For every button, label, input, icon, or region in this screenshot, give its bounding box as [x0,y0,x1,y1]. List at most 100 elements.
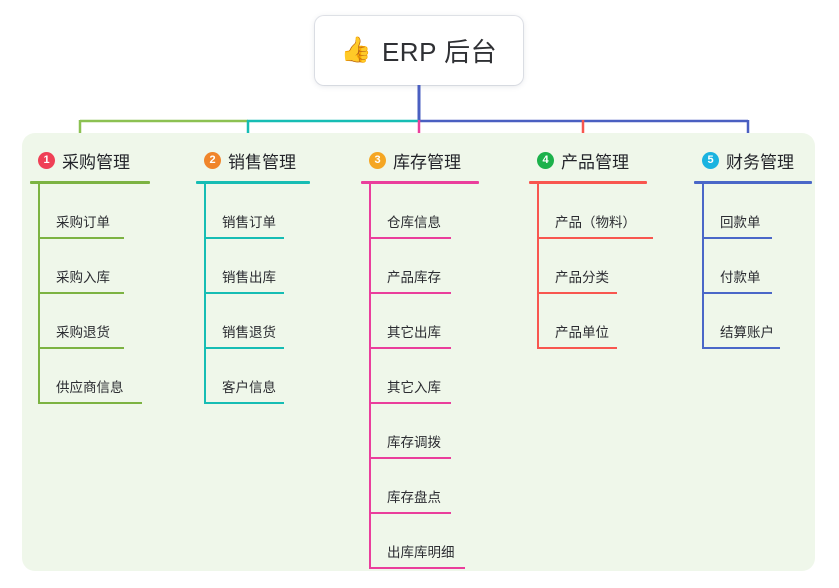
list-item-label: 销售订单 [222,215,276,230]
list-item-rule [369,567,465,569]
list-item[interactable]: 销售订单 [188,184,356,239]
column-title: 采购管理 [62,152,130,172]
column-items: 仓库信息产品库存其它出库其它入库库存调拨库存盘点出库库明细 [353,184,528,569]
list-item-label: 销售出库 [222,270,276,285]
list-item-rule [204,237,284,239]
list-item-rule [537,237,653,239]
column-title: 财务管理 [726,152,794,172]
list-item-rule [38,402,142,404]
column-items: 产品（物料） 产品分类产品单位 [521,184,689,349]
list-item-rule [369,402,451,404]
list-item-label: 回款单 [720,215,761,230]
column-title: 库存管理 [393,152,461,172]
list-item[interactable]: 产品库存 [353,239,528,294]
list-item[interactable]: 供应商信息 [22,349,190,404]
column-spine [702,184,704,349]
list-item-label: 产品（物料） [555,215,636,230]
column-spine [369,184,371,569]
list-item-rule [369,347,451,349]
list-item-label: 采购退货 [56,325,110,340]
list-item-label: 采购订单 [56,215,110,230]
column-header-2[interactable]: 2 销售管理 [188,145,356,175]
list-item-label: 销售退货 [222,325,276,340]
column-5: 5 财务管理回款单付款单结算账户 [686,145,816,349]
column-badge-icon: 3 [369,151,386,169]
column-title: 产品管理 [561,152,629,172]
list-item-rule [537,292,617,294]
list-item-rule [204,347,284,349]
column-header-rule [694,181,812,184]
column-header-rule [196,181,310,184]
column-items: 回款单付款单结算账户 [686,184,816,349]
column-badge-icon: 2 [204,151,221,169]
list-item-rule [537,347,617,349]
list-item-label: 其它出库 [387,325,441,340]
column-title: 销售管理 [228,152,296,172]
column-badge-icon: 1 [38,151,55,169]
root-title: ERP 后台 [381,37,498,67]
root-node[interactable]: 👍 ERP 后台 [315,16,523,85]
list-item[interactable]: 产品单位 [521,294,689,349]
list-item-label: 库存调拨 [387,435,441,450]
column-items: 采购订单采购入库采购退货供应商信息 [22,184,190,404]
list-item-rule [369,292,451,294]
diagram-panel [22,133,815,571]
list-item-rule [204,402,284,404]
column-header-rule [361,181,479,184]
column-header-5[interactable]: 5 财务管理 [686,145,816,175]
column-spine [38,184,40,404]
list-item[interactable]: 库存调拨 [353,404,528,459]
list-item[interactable]: 客户信息 [188,349,356,404]
column-header-4[interactable]: 4 产品管理 [521,145,689,175]
list-item-label: 付款单 [720,270,761,285]
list-item[interactable]: 其它入库 [353,349,528,404]
column-4: 4 产品管理产品（物料） 产品分类产品单位 [521,145,689,349]
list-item[interactable]: 采购退货 [22,294,190,349]
list-item-label: 供应商信息 [56,380,124,395]
list-item-rule [702,292,772,294]
list-item[interactable]: 采购订单 [22,184,190,239]
column-3: 3 库存管理仓库信息产品库存其它出库其它入库库存调拨库存盘点出库库明细 [353,145,528,569]
column-header-1[interactable]: 1 采购管理 [22,145,190,175]
list-item-rule [702,347,780,349]
list-item[interactable]: 出库库明细 [353,514,528,569]
list-item[interactable]: 销售退货 [188,294,356,349]
list-item-label: 产品分类 [555,270,609,285]
column-spine [537,184,539,349]
thumbs-up-icon: 👍 [340,36,372,64]
list-item[interactable]: 仓库信息 [353,184,528,239]
list-item-label: 仓库信息 [387,215,441,230]
list-item[interactable]: 付款单 [686,239,816,294]
list-item[interactable]: 回款单 [686,184,816,239]
list-item-rule [369,237,451,239]
list-item-rule [38,292,124,294]
list-item[interactable]: 产品（物料） [521,184,689,239]
list-item-rule [369,457,451,459]
column-badge-icon: 5 [702,151,719,169]
list-item-label: 其它入库 [387,380,441,395]
column-badge-icon: 4 [537,151,554,169]
list-item[interactable]: 销售出库 [188,239,356,294]
list-item-rule [204,292,284,294]
list-item-label: 采购入库 [56,270,110,285]
list-item[interactable]: 产品分类 [521,239,689,294]
list-item-label: 出库库明细 [387,545,455,560]
column-header-rule [529,181,647,184]
list-item-label: 客户信息 [222,380,276,395]
list-item-rule [369,512,451,514]
list-item-rule [702,237,772,239]
column-spine [204,184,206,404]
list-item-label: 产品单位 [555,325,609,340]
list-item[interactable]: 其它出库 [353,294,528,349]
list-item-label: 结算账户 [720,325,774,340]
list-item[interactable]: 库存盘点 [353,459,528,514]
list-item[interactable]: 结算账户 [686,294,816,349]
list-item-rule [38,237,124,239]
list-item-rule [38,347,124,349]
column-items: 销售订单销售出库销售退货客户信息 [188,184,356,404]
column-1: 1 采购管理采购订单采购入库采购退货供应商信息 [22,145,190,404]
list-item[interactable]: 采购入库 [22,239,190,294]
list-item-label: 产品库存 [387,270,441,285]
column-header-3[interactable]: 3 库存管理 [353,145,528,175]
